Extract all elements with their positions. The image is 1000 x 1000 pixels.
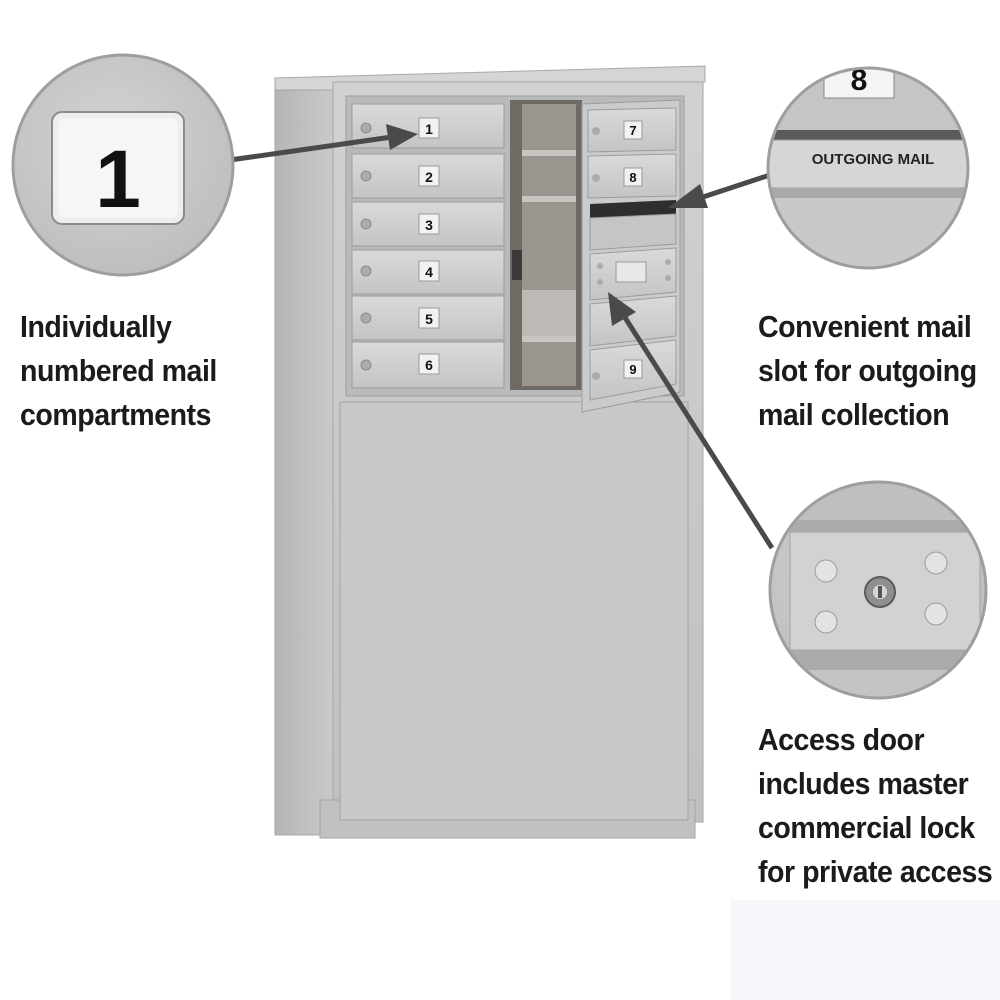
compartment-door-9[interactable]: 9	[589, 339, 677, 401]
caption-outgoing-mail-slot: Convenient mail slot for outgoing mail c…	[758, 305, 977, 437]
compartment-door-3[interactable]: 3	[351, 201, 505, 247]
caption-line: numbered mail	[20, 353, 217, 388]
compartment-number: 2	[425, 169, 433, 185]
lock-icon	[592, 372, 600, 380]
compartment-number: 3	[425, 217, 433, 233]
compartment-door-6[interactable]: 6	[351, 341, 505, 389]
caption-access-door: Access door includes master commercial l…	[758, 718, 993, 894]
lock-icon	[360, 359, 372, 371]
lock-icon	[592, 174, 600, 182]
compartment-door-8[interactable]: 8	[587, 153, 677, 199]
left-compartment-column: 1 2 3 4 5 6	[351, 103, 505, 389]
caption-line: Individually	[20, 309, 172, 344]
lock-icon	[360, 218, 372, 230]
compartment-door-7[interactable]: 7	[587, 107, 677, 153]
caption-line: Convenient mail	[758, 309, 972, 344]
caption-line: compartments	[20, 397, 212, 432]
compartment-door-5[interactable]: 5	[351, 295, 505, 341]
callout-zoom-outgoing: 8 OUTGOING MAIL	[766, 64, 970, 270]
caption-line: mail collection	[758, 397, 950, 432]
caption-line: Access door	[758, 722, 925, 757]
callout-arrows	[229, 124, 775, 550]
compartment-door-2[interactable]: 2	[351, 153, 505, 199]
lock-icon	[360, 170, 372, 182]
outgoing-mail-slot[interactable]	[589, 200, 677, 251]
callout-zoom-numbered: 1	[11, 53, 235, 277]
caption-line: commercial lock	[758, 810, 975, 845]
compartment-number: 5	[425, 311, 433, 327]
compartment-number: 6	[425, 357, 433, 373]
open-interior	[510, 100, 582, 390]
lock-icon	[592, 127, 600, 135]
lock-icon	[360, 122, 372, 134]
caption-line: slot for outgoing	[758, 353, 977, 388]
compartment-number: 8	[629, 170, 636, 185]
compartment-door-4[interactable]: 4	[351, 249, 505, 295]
caption-line: for private access	[758, 854, 993, 889]
caption-line: includes master	[758, 766, 969, 801]
compartment-number: 1	[425, 121, 433, 137]
compartment-number: 9	[629, 362, 636, 377]
zoom-compartment-number: 1	[95, 134, 141, 225]
access-door-lock-panel[interactable]	[589, 247, 677, 301]
compartment-number: 4	[425, 264, 433, 280]
latch-icon	[512, 250, 522, 280]
caption-numbered-compartments: Individually numbered mail compartments	[20, 305, 217, 437]
right-compartment-column: 7 8 9	[581, 99, 681, 413]
lock-icon	[360, 312, 372, 324]
compartment-number: 7	[629, 123, 636, 138]
zoom-compartment-number: 8	[851, 64, 868, 97]
lock-icon	[360, 265, 372, 277]
outgoing-mail-label: OUTGOING MAIL	[812, 151, 935, 168]
callout-zoom-access-lock	[768, 480, 988, 700]
background-patch	[730, 900, 1000, 1000]
